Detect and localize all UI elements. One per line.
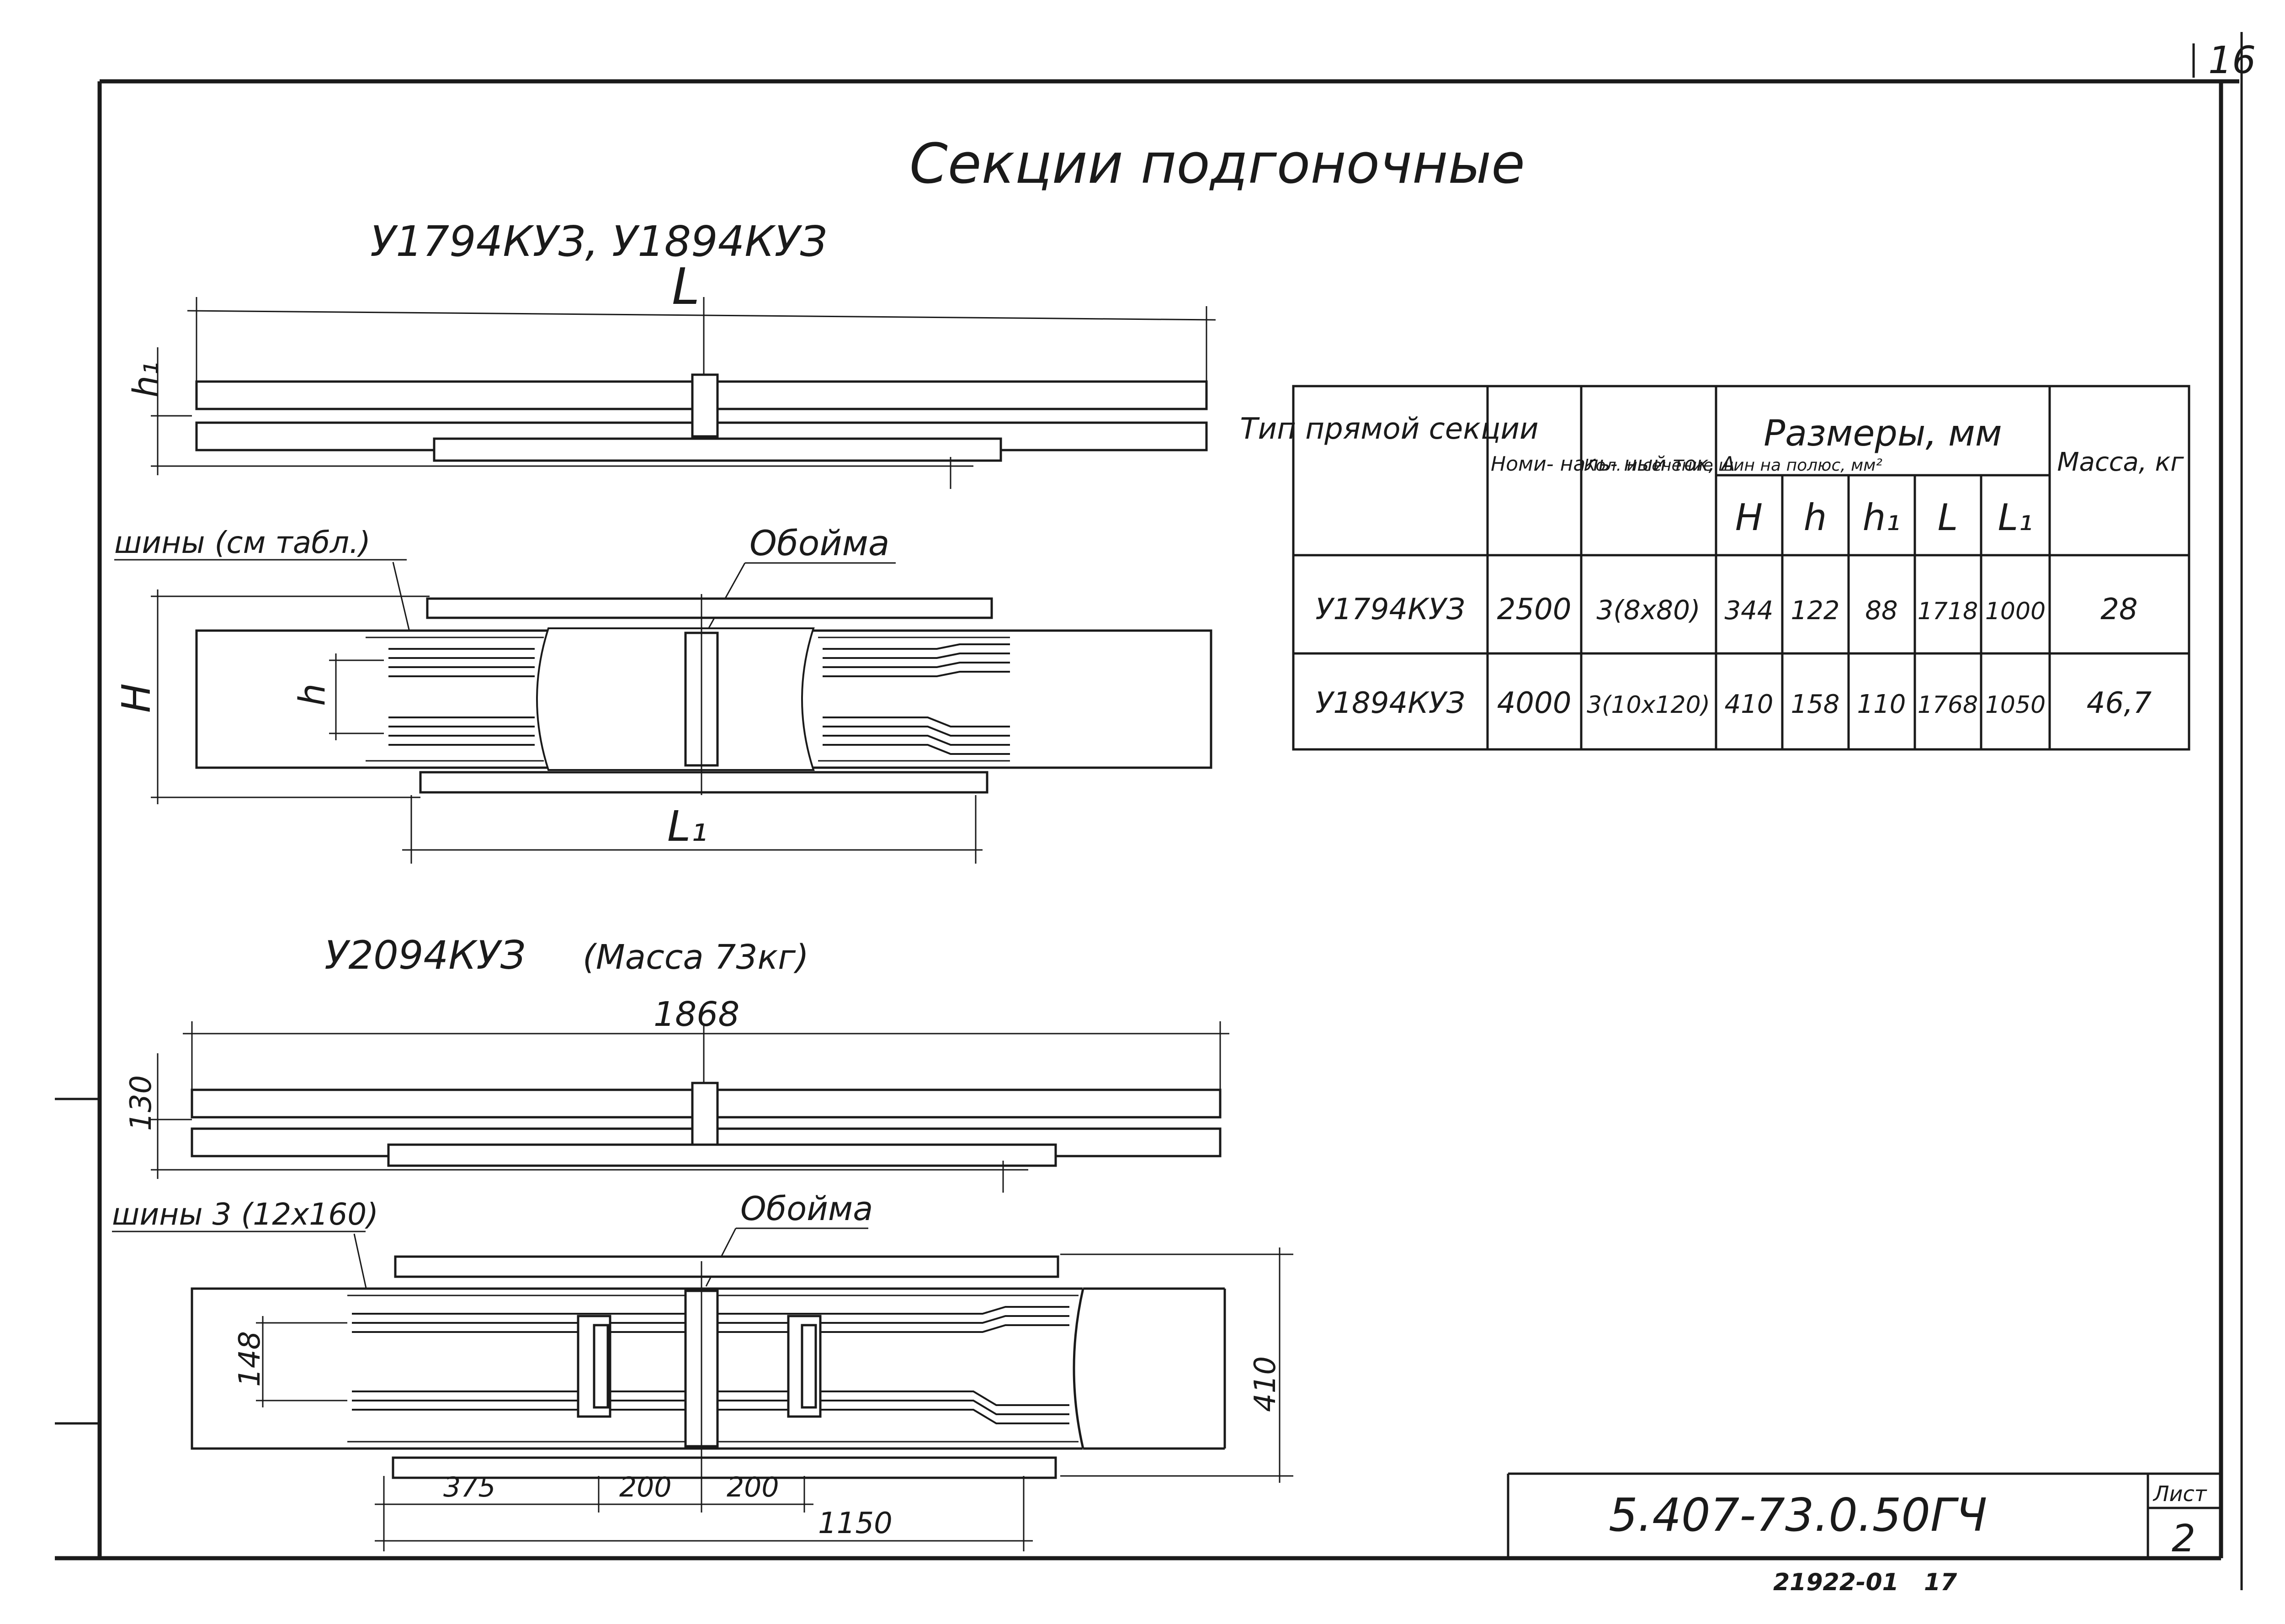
section1-heading: У1794КУЗ, У1894КУЗ xyxy=(370,217,827,266)
drawing2-plan-view xyxy=(191,1247,1293,1551)
archive-number: 21922-01 xyxy=(1773,1569,1899,1596)
table-row: У1894КУЗ 4000 3(10х120) 410 158 110 1768… xyxy=(1315,686,2152,720)
drawing2-side-view xyxy=(151,1021,1229,1193)
cell-buses: 3(8х80) xyxy=(1596,594,1700,626)
cell-type: У1894КУЗ xyxy=(1315,686,1465,720)
cell-current: 4000 xyxy=(1497,686,1572,720)
buses-label-2: шины 3 (12х160) xyxy=(112,1197,378,1232)
cell-h1: 110 xyxy=(1857,690,1906,719)
dim-200b-label: 200 xyxy=(727,1471,779,1503)
section2-heading: У2094КУЗ xyxy=(324,933,526,978)
header-type-text: Тип прямой секции xyxy=(1240,412,1538,446)
corner-sheet-number: 16 xyxy=(2208,39,2256,82)
header-mass: Масса, кг xyxy=(2057,447,2184,477)
dim-375-label: 375 xyxy=(443,1471,496,1503)
dim-H-label: H xyxy=(114,683,159,713)
dim-130-label: 130 xyxy=(124,1075,158,1131)
cell-h: 122 xyxy=(1791,596,1840,626)
table-row: У1794КУЗ 2500 3(8х80) 344 122 88 1718 10… xyxy=(1315,593,2137,626)
dim-1150-label: 1150 xyxy=(818,1507,893,1540)
archive-suffix: 17 xyxy=(1924,1569,1957,1596)
cell-L: 1718 xyxy=(1918,598,1978,625)
col-L: L xyxy=(1938,496,1958,539)
header-sizes: Размеры, мм xyxy=(1764,413,2002,454)
sheet-label: Лист xyxy=(2152,1481,2207,1506)
section2-mass-note: (Масса 73кг) xyxy=(583,938,809,977)
title-block xyxy=(1507,1472,2221,1558)
dim-200a-label: 200 xyxy=(619,1471,672,1503)
dim-L1-label: L₁ xyxy=(667,802,707,851)
cell-h1: 88 xyxy=(1865,596,1897,626)
cell-L: 1768 xyxy=(1918,691,1978,719)
cell-buses: 3(10х120) xyxy=(1587,691,1710,719)
clip-label-2: Обойма xyxy=(740,1189,873,1228)
col-h: h xyxy=(1804,496,1827,539)
cell-h: 158 xyxy=(1791,690,1840,719)
col-H: H xyxy=(1735,496,1763,539)
header-current: Номи- наль- ный ток, А xyxy=(1491,452,1735,476)
cell-type: У1794КУЗ xyxy=(1315,593,1465,626)
header-type: Тип прямой секции xyxy=(1240,412,1538,446)
dim-410-label: 410 xyxy=(1249,1356,1282,1412)
doc-code: 5.407-73.0.50ГЧ xyxy=(1609,1488,1987,1542)
sheet-frame xyxy=(55,32,2243,1590)
header-buses: Кол. и сечение шин на полюс, мм² xyxy=(1584,456,1882,475)
cell-L1: 1000 xyxy=(1985,598,2046,625)
clip-label-1: Обойма xyxy=(749,523,890,563)
cell-mass: 28 xyxy=(2100,593,2137,626)
cell-mass: 46,7 xyxy=(2087,686,2152,720)
dim-h1-label: h₁ xyxy=(125,361,166,398)
drawing1-plan-view xyxy=(151,589,1212,864)
sheet-title: Секции подгоночные xyxy=(909,133,1525,196)
buses-label-1: шины (см табл.) xyxy=(114,525,371,560)
dim-h-label: h xyxy=(292,684,333,706)
cell-L1: 1050 xyxy=(1985,691,2046,719)
section-table xyxy=(1292,385,2190,751)
col-h1: h₁ xyxy=(1863,496,1901,539)
dim-1868-label: 1868 xyxy=(654,995,739,1034)
dim-148-label: 148 xyxy=(233,1331,267,1387)
cell-H: 410 xyxy=(1725,690,1774,719)
cell-H: 344 xyxy=(1725,596,1774,626)
sheet-number: 2 xyxy=(2172,1517,2195,1560)
col-L1: L₁ xyxy=(1998,496,2033,539)
dim-L-label: L xyxy=(672,257,700,316)
drawing1-side-view xyxy=(151,297,1216,489)
cell-current: 2500 xyxy=(1497,593,1572,626)
